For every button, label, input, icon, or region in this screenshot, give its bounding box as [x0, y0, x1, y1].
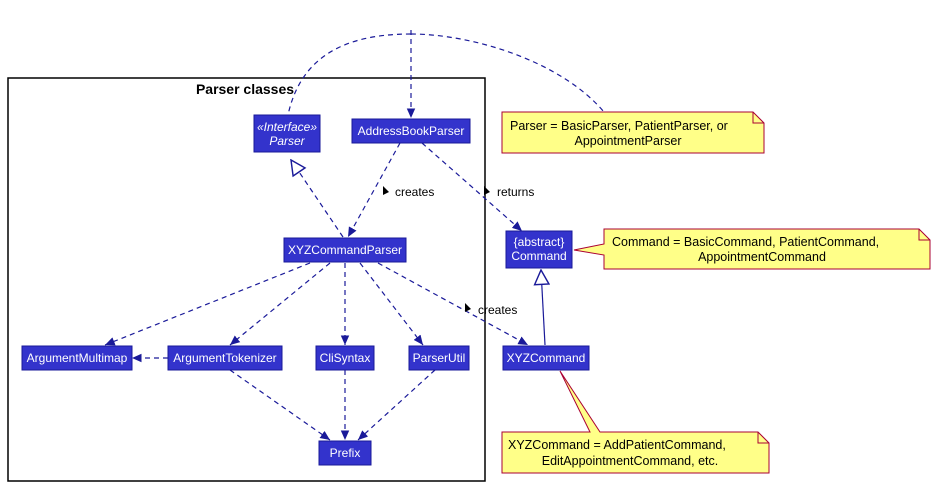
edges — [104, 30, 605, 441]
creates-parser-edge — [347, 142, 401, 238]
creates-command-edge — [377, 262, 529, 346]
dep-argument-multimap — [104, 262, 311, 346]
class-command[interactable]: {abstract} Command — [505, 230, 573, 269]
realization-edge — [291, 160, 344, 238]
returns-edge — [421, 142, 523, 232]
creates-parser-direction-icon — [383, 186, 389, 195]
xyz-command-parser-name: XYZCommandParser — [288, 243, 402, 257]
class-xyz-command-parser[interactable]: XYZCommandParser — [283, 237, 407, 263]
class-parser-util[interactable]: ParserUtil — [408, 345, 470, 371]
parser-util-name: ParserUtil — [413, 351, 466, 365]
parser-stereotype: «Interface» — [257, 120, 317, 134]
note-command: Command = BasicCommand, PatientCommand, … — [573, 228, 931, 270]
note-xyz-command: XYZCommand = AddPatientCommand, EditAppo… — [501, 370, 770, 474]
xyz-command-name: XYZCommand — [507, 351, 586, 365]
class-cli-syntax[interactable]: CliSyntax — [315, 345, 375, 371]
returns-label: returns — [497, 185, 534, 199]
class-prefix[interactable]: Prefix — [318, 440, 372, 466]
argument-multimap-name: ArgumentMultimap — [27, 351, 128, 365]
tokenizer-to-prefix-edge — [229, 369, 331, 441]
note-command-line-2: AppointmentCommand — [698, 250, 826, 264]
note-parser: Parser = BasicParser, PatientParser, or … — [501, 111, 765, 154]
curve-to-parser — [287, 33, 412, 116]
note-xyz-line-1: XYZCommand = AddPatientCommand, — [508, 438, 726, 452]
parserutil-to-prefix-edge — [357, 369, 436, 441]
dep-parser-util — [359, 262, 424, 346]
class-argument-multimap[interactable]: ArgumentMultimap — [21, 345, 133, 371]
note-parser-line-1: Parser = BasicParser, PatientParser, or — [510, 119, 728, 133]
address-book-parser-name: AddressBookParser — [358, 124, 465, 138]
class-xyz-command[interactable]: XYZCommand — [502, 345, 590, 371]
class-argument-tokenizer[interactable]: ArgumentTokenizer — [167, 345, 283, 371]
prefix-name: Prefix — [330, 446, 361, 460]
creates-parser-label: creates — [395, 185, 434, 199]
class-parser[interactable]: «Interface» Parser — [253, 114, 321, 153]
command-stereotype: {abstract} — [514, 235, 565, 249]
generalization-edge — [541, 270, 545, 346]
cli-syntax-name: CliSyntax — [320, 351, 371, 365]
parser-name: Parser — [269, 134, 305, 148]
curve-to-note — [410, 33, 605, 113]
creates-command-label: creates — [478, 303, 517, 317]
package-title: Parser classes — [196, 81, 294, 97]
parser-classes-package — [7, 77, 486, 482]
class-address-book-parser[interactable]: AddressBookParser — [351, 118, 471, 144]
note-command-line-1: Command = BasicCommand, PatientCommand, — [612, 235, 879, 249]
command-name: Command — [511, 249, 566, 263]
creates-command-direction-icon — [465, 303, 471, 312]
dep-argument-tokenizer — [229, 262, 331, 346]
returns-direction-icon — [484, 186, 490, 195]
argument-tokenizer-name: ArgumentTokenizer — [173, 351, 276, 365]
note-parser-line-2: AppointmentParser — [574, 134, 681, 148]
note-xyz-line-2: EditAppointmentCommand, etc. — [542, 454, 718, 468]
